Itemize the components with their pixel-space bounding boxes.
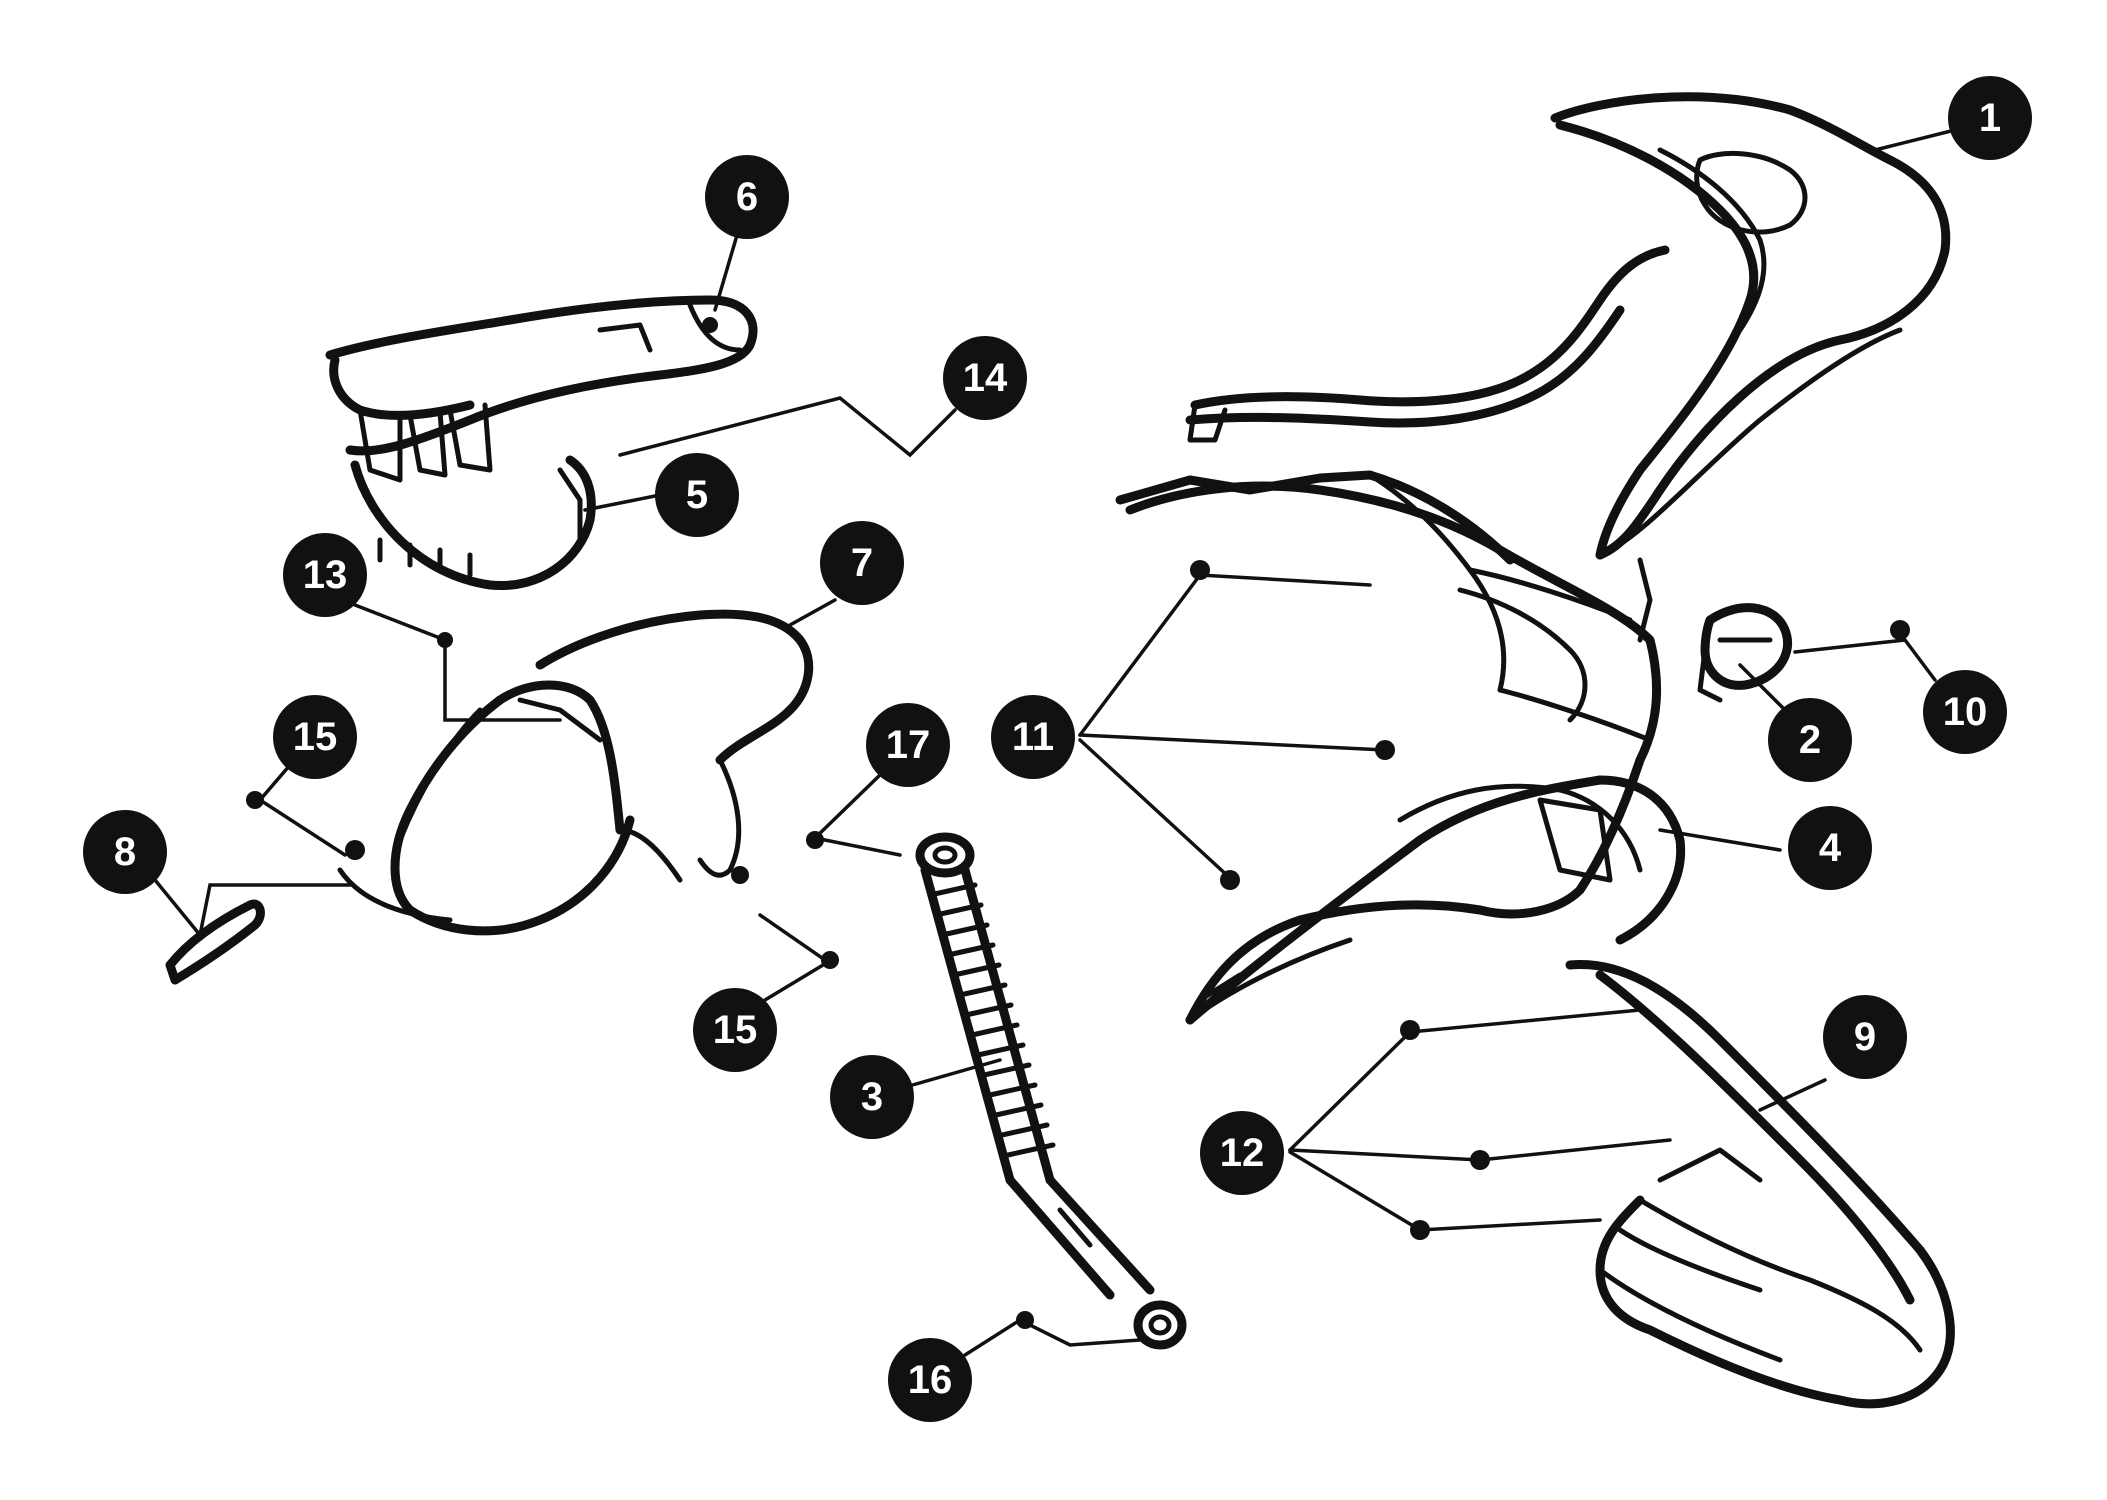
callout-label: 9 [1854,1015,1876,1059]
callout-7: 7 [820,521,904,605]
screw-10 [1890,620,1910,640]
callout-6: 6 [705,155,789,239]
part-inner-mudguard [337,609,814,936]
callout-label: 4 [1819,826,1842,870]
part-rear-fender-body [1115,470,1686,1025]
callout-2: 2 [1768,698,1852,782]
callout-label: 7 [851,541,873,585]
part-tail-grab-rail [1185,92,1951,560]
callout-label: 6 [736,175,758,219]
callout-5: 5 [655,453,739,537]
callout-1: 1 [1948,76,2032,160]
callout-label: 5 [686,473,708,517]
part-battery-tray [325,295,758,591]
callout-label: 11 [1012,715,1054,759]
part-tail-cowl-lower [1565,959,1955,1409]
callout-11: 11 [991,695,1075,779]
callout-12: 12 [1200,1111,1284,1195]
callout-14: 14 [943,336,1027,420]
part-small-bracket [165,899,265,985]
callout-label: 14 [963,356,1008,400]
callout-label: 10 [1943,690,1988,734]
callout-4: 4 [1788,806,1872,890]
callout-label: 3 [861,1075,883,1119]
callout-3: 3 [830,1055,914,1139]
callout-10: 10 [1923,670,2007,754]
callout-17: 17 [866,703,950,787]
callout-label: 15 [713,1008,758,1052]
callout-16: 16 [888,1338,972,1422]
callout-label: 12 [1220,1131,1265,1175]
callout-label: 17 [886,723,931,767]
callout-label: 1 [1979,96,2001,140]
callout-13: 13 [283,533,367,617]
callout-label: 2 [1799,718,1821,762]
callout-15-upper: 15 [273,695,357,779]
screw-8 [345,840,365,860]
callout-15-lower: 15 [693,988,777,1072]
callout-label: 8 [114,830,136,874]
callout-label: 15 [293,715,338,759]
callout-label: 13 [303,553,348,597]
leader-lines [153,128,1957,1357]
screw-15a [246,791,264,809]
screw-6 [702,317,718,333]
part-fender-tip [1187,937,1353,1023]
callout-8: 8 [83,810,167,894]
part-small-cap [1697,603,1793,703]
callout-9: 9 [1823,995,1907,1079]
part-shock-absorber [915,832,1187,1350]
screw-7 [731,866,749,884]
callout-label: 16 [908,1358,953,1402]
